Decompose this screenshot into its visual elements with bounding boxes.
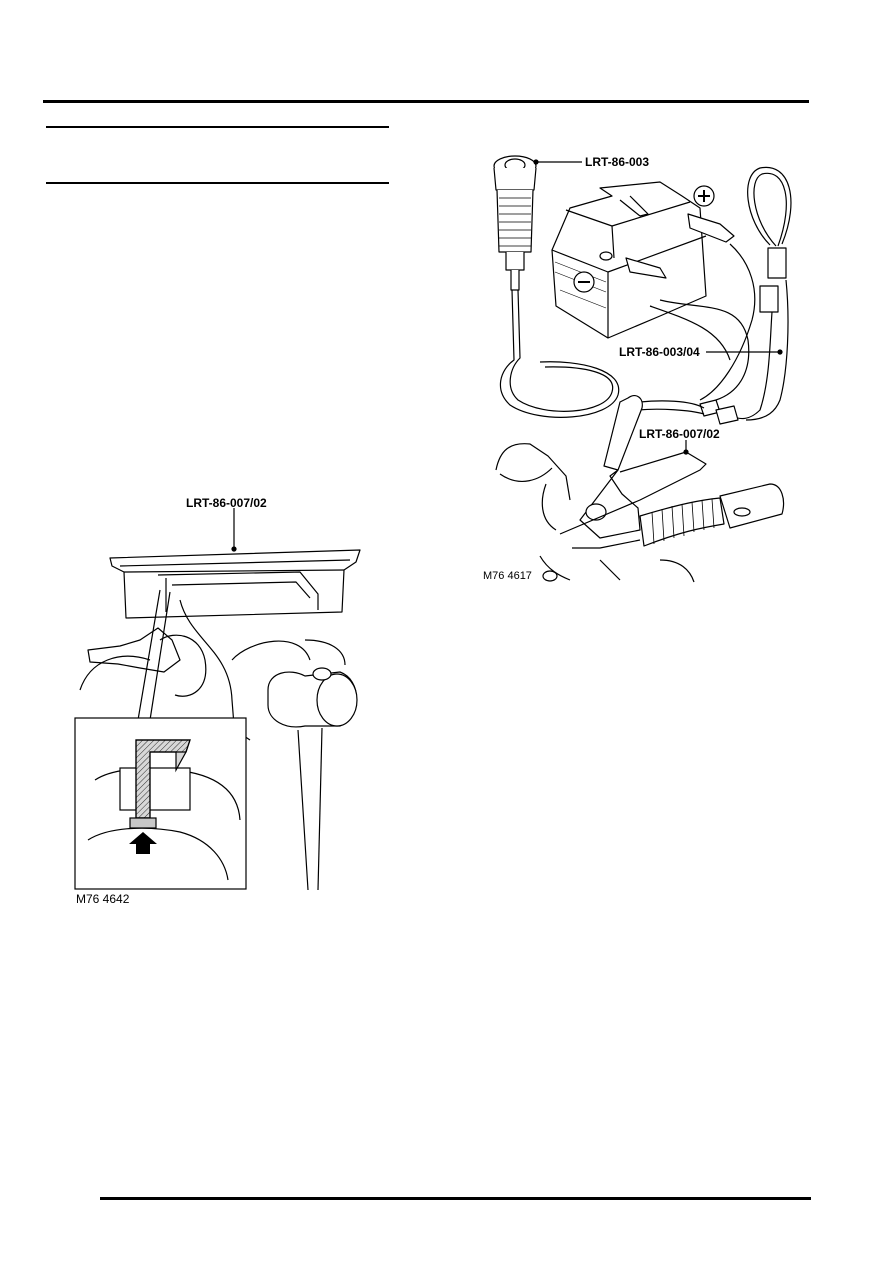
callout-socket-lead: LRT-86-003	[585, 155, 650, 169]
header-rule	[43, 100, 809, 103]
callout-tool-left: LRT-86-007/02	[186, 496, 267, 510]
up-arrow-icon	[129, 832, 157, 854]
figure-code-right: M76 4617	[483, 570, 532, 582]
callout-tool-right: LRT-86-007/02	[639, 427, 720, 441]
section-rule-bottom	[46, 182, 389, 184]
callout-harness: LRT-86-003/04	[619, 345, 700, 359]
footer-rule	[100, 1197, 811, 1200]
figure-code-left: M76 4642	[76, 892, 130, 906]
section-rule-top	[46, 126, 389, 128]
